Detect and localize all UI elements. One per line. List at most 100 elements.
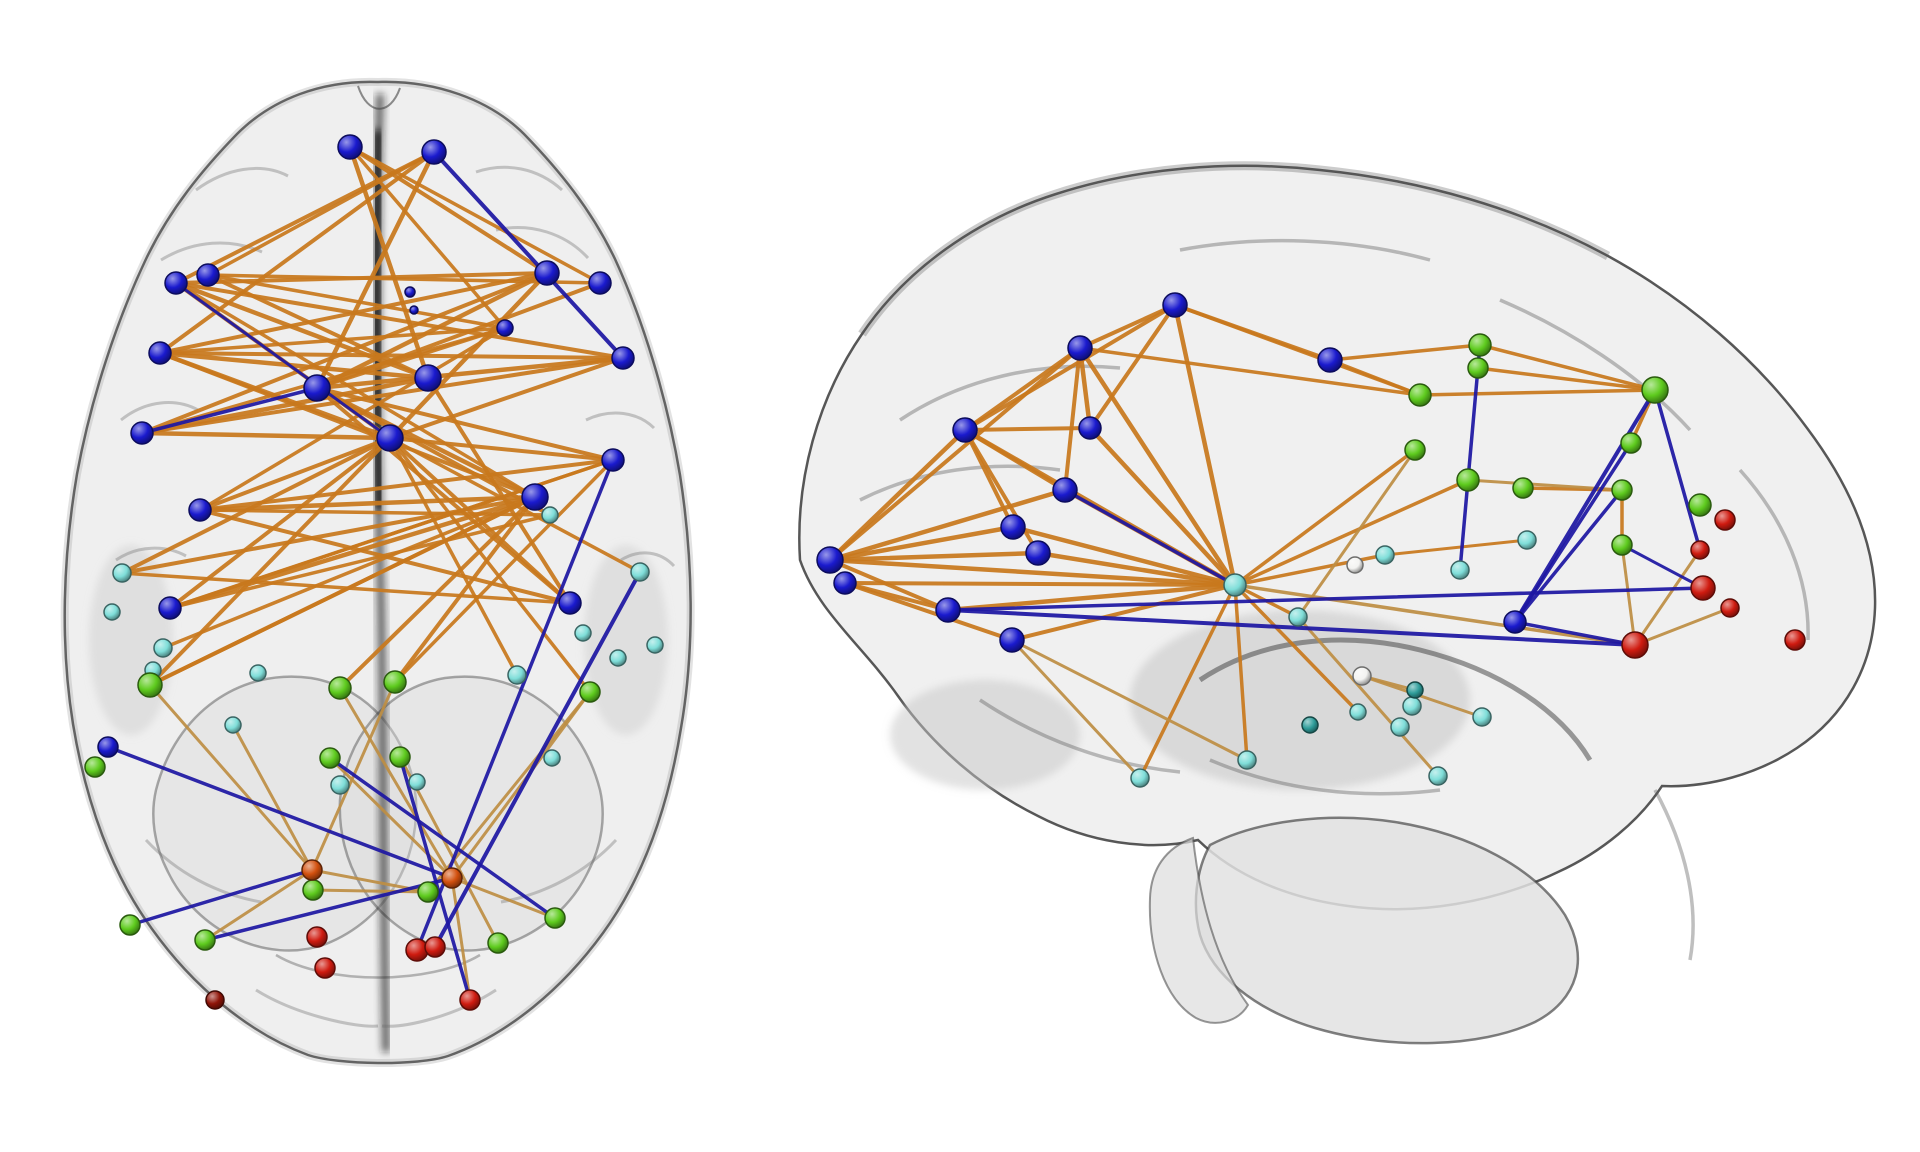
brain-node-red [1690,540,1710,560]
connection-edge-tan [1010,638,1142,780]
brain-node-green [487,932,509,954]
brain-node-red [1714,509,1736,531]
connection-edge-orange [388,436,615,462]
connection-edge-orange [1233,583,1249,762]
brain-node-blue [158,596,182,620]
connection-edge-orange [963,426,1092,432]
connection-edge-navy [140,386,319,435]
brain-node-green [1408,383,1432,407]
connection-edge-orange [158,351,537,499]
brain-node-blue [1503,610,1527,634]
connection-edge-navy [1653,388,1702,552]
brain-node-teal [1406,681,1424,699]
connection-edge-orange [315,386,572,605]
connection-edge-orange [827,487,1068,563]
brain-node-blue [1317,347,1343,373]
connection-edge-orange [1476,366,1657,392]
connection-edge-orange [1233,478,1470,587]
axial-brain-outline [144,838,262,904]
brain-node-cyan [330,775,350,795]
connection-edge-orange [348,145,602,285]
axial-brain-outline [60,77,695,1067]
sagittal-brain-view [798,161,1877,1045]
connection-edge-tan [450,690,592,880]
brain-node-cyan [1428,766,1448,786]
connection-edge-tan [1360,674,1484,719]
connection-edge-navy [1620,543,1705,590]
axial-brain-outline [500,838,618,904]
connection-edge-tan [1010,638,1249,762]
axial-brain-outline [120,401,199,422]
connection-edge-orange [945,582,1238,613]
connection-edge-orange [1478,343,1657,392]
brain-node-cyan [1130,768,1150,788]
brain-node-cyan [574,624,592,642]
brain-node-cyan [1223,573,1247,597]
brain-node-green [137,672,163,698]
connection-edge-orange [338,495,537,690]
brain-node-cyan [1349,703,1367,721]
connection-edge-orange [139,375,431,436]
connection-edge-orange [388,436,592,694]
brain-node-cyan [249,664,267,682]
connection-edge-tan [1633,606,1732,647]
brain-node-cyan [153,638,173,658]
connection-edge-orange [314,149,437,391]
brain-node-blue [588,271,612,295]
brain-node-green [328,676,352,700]
brain-node-blue [1025,540,1051,566]
connection-edge-navy [432,150,625,360]
connection-edge-orange [827,524,1016,563]
connection-edge-orange [1383,538,1529,557]
sagittal-brain-outline [890,680,1080,790]
connection-edge-orange [1077,345,1093,431]
brain-node-blue [935,597,961,623]
sagittal-brain-outline [1179,238,1431,262]
connection-edge-tan [148,683,314,872]
connection-edge-navy [1458,343,1482,572]
brain-node-white [1352,666,1372,686]
connection-edge-tan [450,876,472,1002]
brain-node-red [1621,631,1649,659]
brain-node-blue [496,319,514,337]
connection-edge-orange [1010,583,1237,642]
brain-node-green [319,747,341,769]
brain-node-red [306,926,328,948]
brain-node-cyan [541,506,559,524]
brain-node-cyan [408,773,426,791]
brain-node-green [1611,479,1633,501]
brain-node-blue [558,591,582,615]
brain-node-blue [404,286,416,298]
connection-edge-orange [198,436,392,512]
brain-node-green [1404,439,1426,461]
brain-node-cyan [630,562,650,582]
connection-edge-tan [311,888,430,894]
connection-edge-orange [827,550,1041,563]
connection-edge-navy [1513,488,1624,624]
brain-node-green [1611,534,1633,556]
connection-edge-orange [1418,388,1657,397]
brain-node-blue [97,736,119,758]
brain-node-cyan [1450,560,1470,580]
brain-node-red [1690,575,1716,601]
connection-edge-tan [1296,448,1417,619]
connection-edge-orange [843,581,950,612]
brain-node-orangered [441,867,463,889]
brain-node-blue [1162,292,1188,318]
brain-node-blue [601,448,625,472]
sagittal-brain-outline [858,161,1611,337]
brain-node-cyan [1288,607,1308,627]
brain-node-blue [999,627,1025,653]
connection-edge-orange [827,557,1238,588]
brain-node-blue [414,364,442,392]
sagittal-brain-outline [1499,298,1692,432]
axial-brain-outline [585,411,656,430]
brain-node-blue [1000,514,1026,540]
brain-node-cyan [1402,696,1422,716]
connection-edge-orange [426,376,572,605]
connection-edge-tan [1296,615,1440,778]
connection-edge-tan [338,686,454,880]
brain-node-green [194,929,216,951]
connection-edge-orange [828,346,1082,562]
